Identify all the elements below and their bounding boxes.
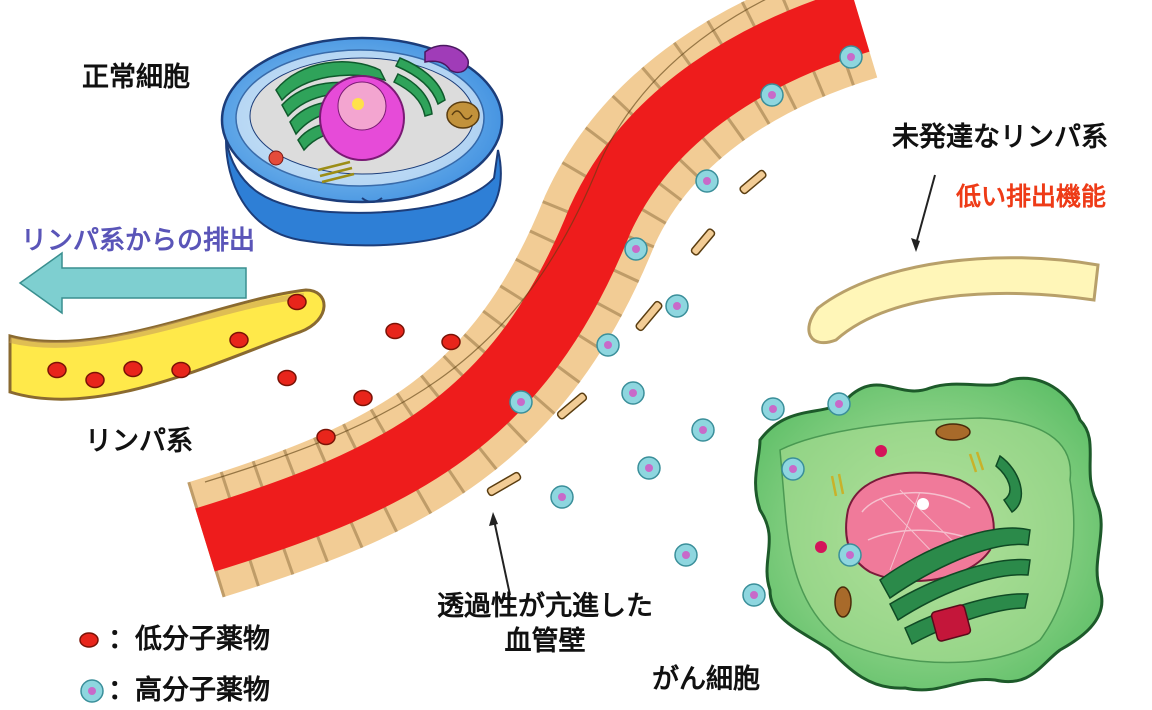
- vessel-wall-pointer: [489, 512, 510, 595]
- low-mw-drug-particle: [317, 430, 335, 445]
- high-mw-drug-particle: [551, 486, 573, 508]
- high-mw-drug-particle: [638, 457, 660, 479]
- immature-lymph-pointer: [911, 175, 935, 252]
- high-mw-drug-particle: [743, 584, 765, 606]
- low-mw-drug-particle: [278, 371, 296, 386]
- low-mw-drug-particle: [230, 333, 248, 348]
- legend-low-mw-text: ：低分子薬物: [108, 626, 270, 653]
- high-mw-drug-particle: [675, 544, 697, 566]
- low-mw-drug-particle: [354, 391, 372, 406]
- low-mw-drug-particle: [386, 324, 404, 339]
- legend-low-mw-marker: [80, 633, 98, 647]
- legend-high-mw-text: ：高分子薬物: [108, 677, 270, 704]
- normal-cell-illustration: [222, 38, 502, 245]
- vessel-wall-label-line1: 透過性が亢進した: [425, 593, 665, 620]
- vessel-wall-label-line2: 血管壁: [425, 628, 665, 655]
- high-mw-drug-particle: [782, 458, 804, 480]
- low-mw-drug-particle: [172, 363, 190, 378]
- immature-lymph-label: 未発達なリンパ系: [892, 124, 1108, 151]
- low-mw-drug-particle: [442, 335, 460, 350]
- lymph-label: リンパ系: [85, 428, 193, 455]
- high-mw-drug-particle: [762, 398, 784, 420]
- legend-high-mw-marker: [81, 680, 103, 702]
- high-mw-drug-particle: [839, 544, 861, 566]
- high-mw-drug-particle: [696, 170, 718, 192]
- immature-lymph-vessel: [809, 258, 1098, 343]
- high-mw-drug-particle: [692, 419, 714, 441]
- high-mw-drug-particle: [625, 238, 647, 260]
- high-mw-drug-particle: [761, 84, 783, 106]
- cancer-cell-illustration: [756, 378, 1102, 690]
- high-mw-drug-particle: [622, 382, 644, 404]
- lymph-outflow-arrow: [20, 253, 246, 313]
- low-mw-drug-particle: [124, 362, 142, 377]
- low-drainage-label: 低い排出機能: [956, 184, 1106, 209]
- high-mw-drug-particle: [666, 295, 688, 317]
- low-mw-drug-particle: [48, 363, 66, 378]
- normal-cell-label: 正常細胞: [82, 64, 190, 91]
- high-mw-drug-particle: [828, 393, 850, 415]
- high-mw-drug-particle: [510, 391, 532, 413]
- high-mw-drug-particle: [597, 334, 619, 356]
- low-mw-drug-particle: [288, 295, 306, 310]
- high-mw-drug-particle: [840, 46, 862, 68]
- lymph-outflow-label: リンパ系からの排出: [21, 228, 255, 254]
- low-mw-drug-particle: [86, 373, 104, 388]
- cancer-cell-label: がん細胞: [652, 666, 760, 693]
